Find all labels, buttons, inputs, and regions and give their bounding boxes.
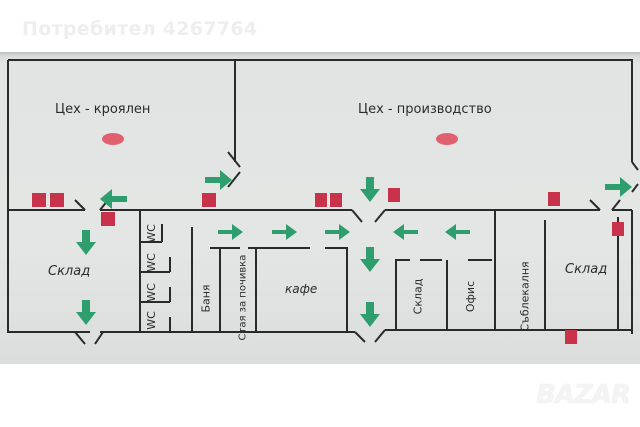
room-label-workshop-cutting: Цех - кроялен bbox=[55, 102, 151, 117]
floor-plan bbox=[7, 59, 639, 345]
room-label-storage-right: Склад bbox=[565, 262, 608, 277]
room-label-office: Офис bbox=[464, 280, 478, 313]
room-label-storage-left: Склад bbox=[48, 264, 91, 279]
room-label-wc-3: WC bbox=[144, 283, 158, 302]
alarm-bell-icon bbox=[436, 133, 458, 145]
bazar-logo-watermark: BAZAR bbox=[536, 380, 631, 410]
room-label-wc-4: WC bbox=[144, 311, 158, 330]
room-label-wc-1: WC bbox=[144, 224, 158, 243]
room-label-bathroom: Баня bbox=[199, 284, 213, 313]
room-label-storage-middle: Склад bbox=[411, 278, 425, 315]
user-watermark: Потребител 4267764 bbox=[22, 18, 258, 40]
room-label-locker-room: Съблекалня bbox=[518, 261, 532, 332]
room-label-wc-2: WC bbox=[144, 253, 158, 272]
room-label-cafe: кафе bbox=[285, 282, 318, 296]
alarm-bell-icon bbox=[102, 133, 124, 145]
floor-plan-photo: Цех - кроялен Цех - производство Склад W… bbox=[0, 52, 640, 364]
room-label-rest-room: Стая за почивка bbox=[237, 254, 249, 341]
room-label-workshop-production: Цех - производство bbox=[358, 102, 492, 117]
